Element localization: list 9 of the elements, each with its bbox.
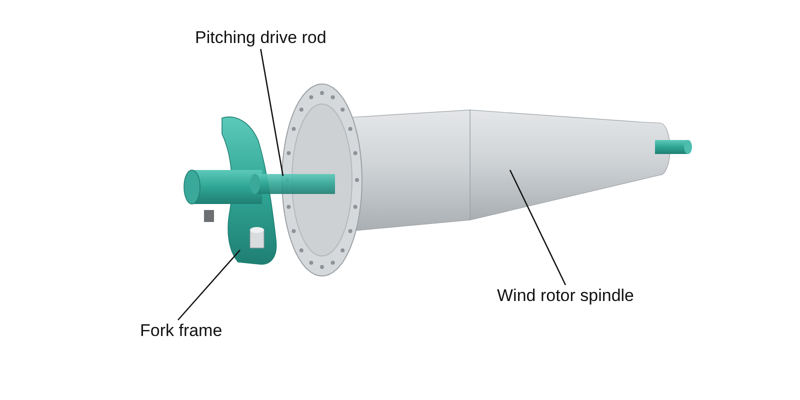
drive-rod-drawing xyxy=(250,140,692,194)
leader-line xyxy=(260,48,284,176)
leader-line xyxy=(509,170,566,286)
part-label: Fork frame xyxy=(140,321,222,341)
part-label: Wind rotor spindle xyxy=(497,286,634,306)
part-label: Pitching drive rod xyxy=(195,28,326,48)
leader-line xyxy=(178,250,240,320)
spindle-drawing xyxy=(282,84,670,276)
fork-frame-drawing xyxy=(184,116,277,265)
